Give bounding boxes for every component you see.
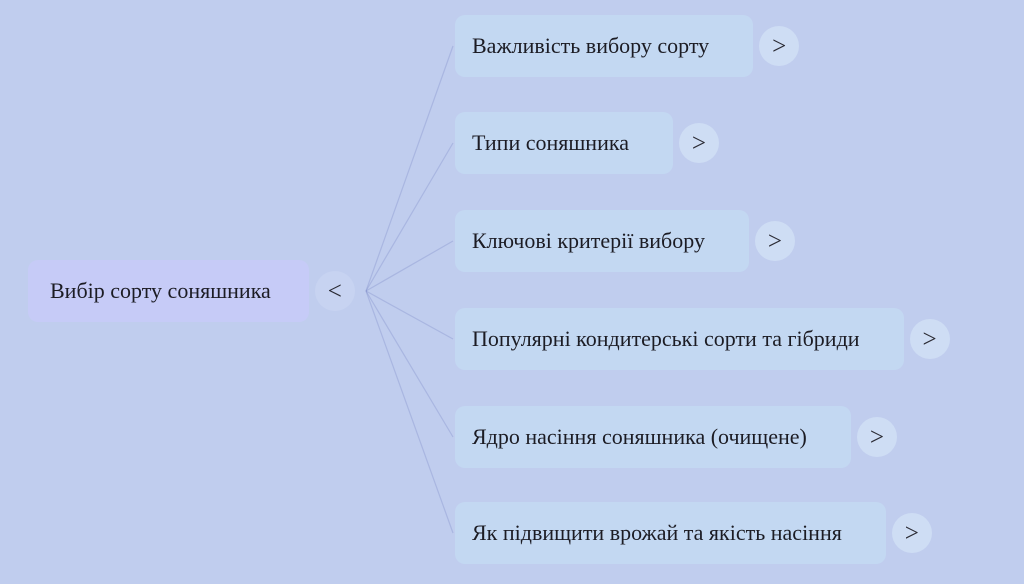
expand-toggle-icon[interactable]: > [678,123,719,163]
expand-chevron: > [691,129,707,157]
mindmap-child-node[interactable]: Ключові критерії вибору > [455,210,795,272]
child-node-label: Важливість вибору сорту [472,33,710,58]
connector-root-to-child-6 [365,290,454,534]
root-node-box[interactable]: Вибір сорту соняшника [28,260,309,322]
expand-chevron: > [772,32,787,60]
connector-root-to-child-2 [365,142,454,292]
connector-root-to-child-5 [365,290,454,438]
child-node-label: Типи соняшника [472,130,629,155]
expand-chevron: > [922,325,937,353]
root-node-label: Вибір сорту соняшника [50,278,271,303]
connector-root-to-child-3 [365,240,454,292]
connector-root-to-child-4 [365,290,454,340]
expand-toggle-icon[interactable]: > [909,319,950,359]
expand-toggle-icon[interactable]: > [754,221,795,261]
child-node-box[interactable]: Типи соняшника [455,112,673,174]
connector-root-to-child-1 [365,45,454,292]
expand-chevron: > [869,423,884,451]
mindmap-child-node[interactable]: Популярні кондитерські сорти та гібриди … [455,308,950,370]
expand-chevron: > [904,519,919,547]
child-node-box[interactable]: Ядро насіння соняшника (очищене) [455,406,851,468]
mindmap-child-node[interactable]: Типи соняшника > [455,112,719,174]
mindmap-root-node[interactable]: Вибір сорту соняшника < [28,260,355,322]
child-node-label: Ключові критерії вибору [472,228,705,253]
child-node-label: Ядро насіння соняшника (очищене) [472,424,807,449]
child-node-label: Популярні кондитерські сорти та гібриди [472,326,860,351]
mindmap-child-node[interactable]: Як підвищити врожай та якість насіння > [455,502,932,564]
child-node-box[interactable]: Ключові критерії вибору [455,210,749,272]
child-node-box[interactable]: Популярні кондитерські сорти та гібриди [455,308,904,370]
collapse-chevron: < [327,277,342,305]
mindmap-child-node[interactable]: Ядро насіння соняшника (очищене) > [455,406,897,468]
child-node-label: Як підвищити врожай та якість насіння [472,520,842,545]
collapse-toggle-icon[interactable]: < [314,271,355,311]
expand-chevron: > [767,227,782,255]
expand-toggle-icon[interactable]: > [856,417,897,457]
mindmap-child-node[interactable]: Важливість вибору сорту > [455,15,800,77]
child-node-box[interactable]: Важливість вибору сорту [455,15,754,77]
expand-toggle-icon[interactable]: > [759,26,800,66]
child-node-box[interactable]: Як підвищити врожай та якість насіння [455,502,886,564]
expand-toggle-icon[interactable]: > [891,513,932,553]
